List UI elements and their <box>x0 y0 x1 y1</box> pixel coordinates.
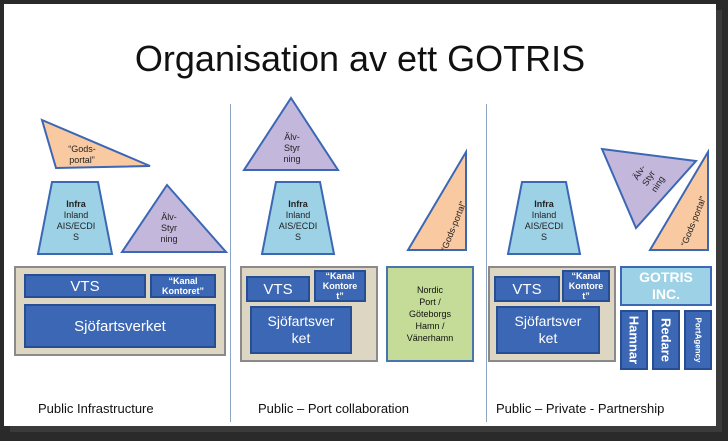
sjofartsverket-box-2: Sjöfartsver ket <box>250 306 352 354</box>
kanal-line: “Kanal <box>325 271 355 281</box>
infra-trapezoid-2 <box>260 181 336 255</box>
slide-title: Organisation av ett GOTRIS <box>134 38 586 79</box>
nordic-line: Göteborgs <box>408 309 452 319</box>
kanal-kontoret-box-2: “Kanal Kontore t” <box>314 270 366 302</box>
kanal-line: Kontoret” <box>162 286 204 296</box>
alvstyrning-line: ning <box>283 154 301 164</box>
section-divider-2 <box>486 104 487 422</box>
diagram-shapes <box>36 96 709 255</box>
sjofartsverket-box-1: Sjöfartsverket <box>24 304 216 348</box>
portagency-label: PortAgency <box>693 317 703 363</box>
gotris-line: GOTRIS <box>639 269 693 285</box>
footer-port-collaboration: Public – Port collaboration <box>258 401 410 416</box>
sjofart-line: Sjöfartsver <box>267 313 335 329</box>
alvstyrning-triangle-2 <box>242 96 340 171</box>
sjofart-line: Sjöfartsver <box>514 313 582 329</box>
godsportal-triangle-1 <box>40 118 151 170</box>
nordic-line: Vänerhamn <box>406 333 454 343</box>
sjofart-line: ket <box>538 330 558 346</box>
infra-line: Inland <box>531 210 557 220</box>
infra-line: S <box>72 232 79 242</box>
footer-ppp: Public – Private - Partnership <box>496 401 665 416</box>
godsportal-line: portal” <box>69 155 95 165</box>
section-divider-1 <box>230 104 231 422</box>
kanal-kontoret-box-3: “Kanal Kontore t” <box>562 270 610 302</box>
kanal-line: t” <box>582 291 590 301</box>
footer-public-infrastructure: Public Infrastructure <box>38 401 154 416</box>
alvstyrning-triangle-3 <box>600 147 699 230</box>
godsportal-triangle-2 <box>406 148 467 251</box>
infra-line: Infra <box>534 199 554 209</box>
alvstyrning-triangle-1 <box>120 183 229 253</box>
gotris-inc-box: GOTRIS INC. <box>620 266 712 306</box>
kanal-line: Kontore <box>568 281 604 291</box>
alvstyrning-line: Älv- <box>161 212 177 222</box>
alvstyrning-line: Styr <box>283 143 300 153</box>
infra-line: Infra <box>66 199 86 209</box>
alvstyrning-line: Älv- <box>284 132 300 142</box>
kanal-line: Kontore <box>322 281 358 291</box>
kanal-kontoret-box-1: “Kanal Kontoret” <box>150 274 216 298</box>
infra-line: AIS/ECDI <box>524 221 564 231</box>
infra-label-3: Infra Inland AIS/ECDI S <box>508 199 580 243</box>
vts-box-3: VTS <box>494 276 560 302</box>
vts-box-2: VTS <box>246 276 310 302</box>
infra-line: Infra <box>288 199 308 209</box>
infra-label-2: Infra Inland AIS/ECDI S <box>262 199 334 243</box>
slide: Organisation av ett GOTRIS “Gods- portal… <box>4 4 716 426</box>
redare-label: Redare <box>658 317 674 363</box>
alvstyrning-label-1: Älv- Styr ning <box>144 212 194 245</box>
portagency-box: PortAgency <box>684 310 712 370</box>
infra-label-1: Infra Inland AIS/ECDI S <box>40 199 112 243</box>
infra-line: S <box>294 232 301 242</box>
godsportal-triangle-3 <box>648 148 709 251</box>
alvstyrning-line: ning <box>160 234 178 244</box>
redare-box: Redare <box>652 310 680 370</box>
infra-trapezoid-1 <box>36 181 114 255</box>
godsportal-line: “Gods- <box>68 144 96 154</box>
godsportal-label-1: “Gods- portal” <box>52 144 112 166</box>
hamnar-box: Hamnar <box>620 310 648 370</box>
nordic-port-box: Nordic Port / Göteborgs Hamn / Vänerhamn <box>386 266 474 362</box>
infra-trapezoid-3 <box>506 181 582 255</box>
nordic-line: Port / <box>419 297 441 307</box>
sjofart-line: ket <box>291 330 311 346</box>
kanal-line: t” <box>336 291 344 301</box>
gotris-line: INC. <box>652 286 680 302</box>
alvstyrning-line: Styr <box>160 223 177 233</box>
alvstyrning-label-2: Älv- Styr ning <box>272 132 312 165</box>
infra-line: AIS/ECDI <box>56 221 96 231</box>
sjofartsverket-box-3: Sjöfartsver ket <box>496 306 600 354</box>
infra-line: Inland <box>63 210 89 220</box>
nordic-line: Hamn / <box>415 321 445 331</box>
infra-line: S <box>540 232 547 242</box>
hamnar-label: Hamnar <box>626 315 642 365</box>
nordic-line: Nordic <box>416 285 443 295</box>
kanal-line: “Kanal <box>571 271 601 281</box>
vts-box-1: VTS <box>24 274 146 298</box>
kanal-line: “Kanal <box>168 276 198 286</box>
infra-line: AIS/ECDI <box>278 221 318 231</box>
infra-line: Inland <box>285 210 311 220</box>
